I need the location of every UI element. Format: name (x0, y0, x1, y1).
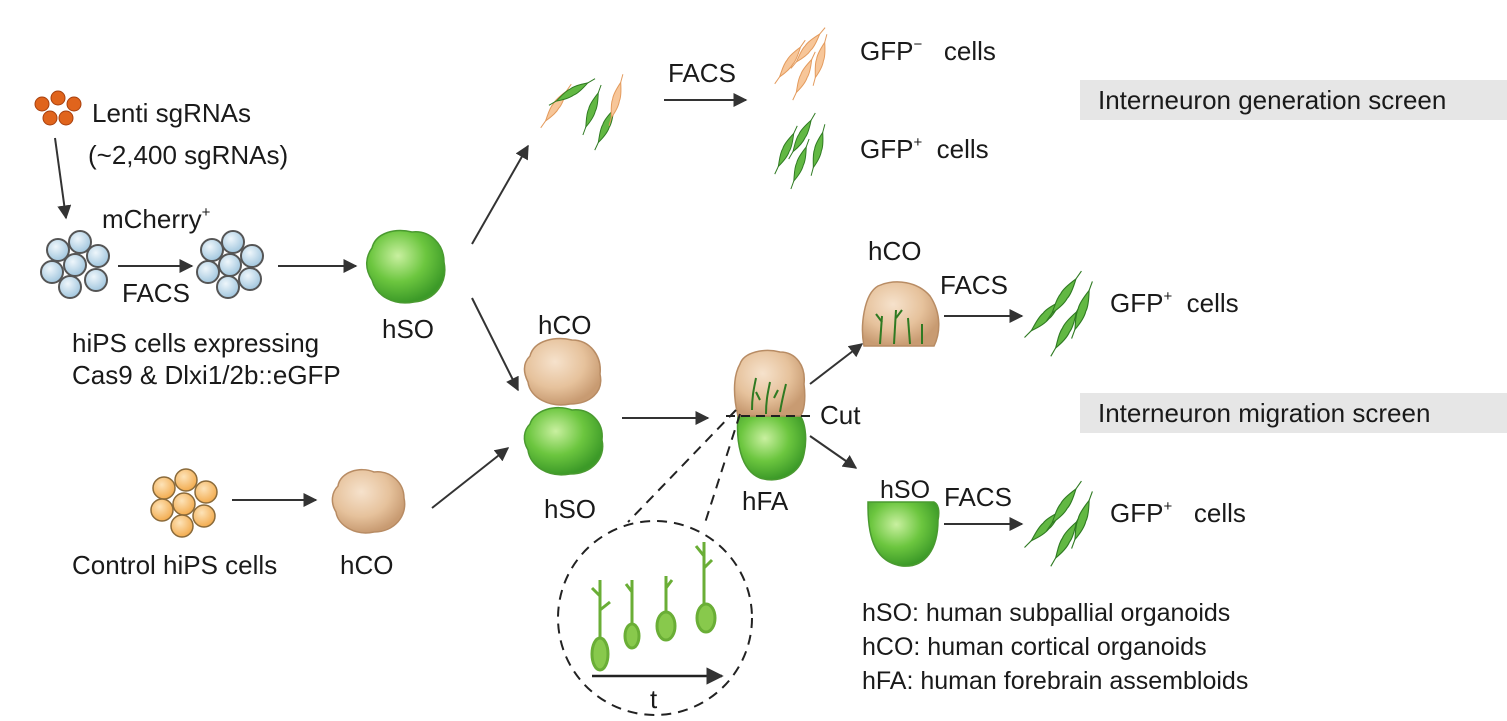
gfp-positive-label-top: GFP+ cells (860, 134, 989, 164)
gfp-positive-cells-hco (1020, 268, 1097, 359)
facs-label-2: FACS (668, 58, 736, 88)
lenti-sgrnas-label: Lenti sgRNAs (92, 98, 251, 128)
gfp-positive-cells-top (770, 110, 829, 191)
hco-organoid-cut (861, 281, 940, 347)
gfp-negative-cells (771, 24, 831, 103)
generation-screen-banner: Interneuron generation screen (1080, 80, 1507, 120)
facs-label-1: FACS (122, 278, 190, 308)
hips-cell-cluster (40, 230, 110, 299)
hso-organoid (366, 229, 446, 304)
migration-screen-banner: Interneuron migration screen (1080, 393, 1507, 433)
lentivirus-icon (34, 90, 82, 126)
zoom-line-left (627, 409, 737, 523)
time-label: t (650, 684, 658, 714)
legend-item-hso: hSO: human subpallial organoids (862, 599, 1231, 627)
migrating-neurons (590, 542, 717, 672)
hso-label-right: hSO (880, 476, 931, 504)
hso-label-1: hSO (382, 314, 435, 344)
gfp-negative-label: GFP− cells (860, 36, 996, 66)
hso-organoid-pair (523, 406, 604, 476)
gfp-positive-label-hso: GFP+ cells (1110, 498, 1246, 528)
hco-organoid-control (331, 468, 406, 534)
abbreviation-legend: hSO: human subpallial organoids hCO: hum… (862, 596, 1248, 698)
cut-label: Cut (820, 400, 861, 430)
facs-label-3: FACS (940, 270, 1008, 300)
legend-item-hco: hCO: human cortical organoids (862, 633, 1207, 661)
mixed-cell-group (537, 72, 627, 153)
hfa-assembloid (733, 349, 807, 481)
facs-label-4: FACS (944, 482, 1012, 512)
sgrna-count-label: (~2,400 sgRNAs) (88, 140, 289, 170)
hfa-label: hFA (742, 486, 789, 516)
hips-description-line2: Cas9 & Dlxi1/2b::eGFP (72, 360, 341, 390)
hco-label-right: hCO (868, 236, 922, 266)
mcherry-cell-cluster (196, 230, 264, 299)
hco-label-control: hCO (340, 550, 394, 580)
control-hips-label: Control hiPS cells (72, 550, 278, 580)
hso-label-pair: hSO (544, 494, 597, 524)
hso-organoid-cut (867, 501, 940, 567)
zoom-line-right (703, 413, 741, 527)
legend-item-hfa: hFA: human forebrain assembloids (862, 667, 1249, 695)
control-hips-cluster (150, 468, 218, 538)
gfp-positive-cells-hso (1020, 478, 1097, 569)
hco-label-pair: hCO (538, 310, 592, 340)
hips-description-line1: hiPS cells expressing (72, 328, 320, 358)
mcherry-label: mCherry+ (102, 204, 211, 234)
hco-organoid-pair (523, 337, 602, 406)
gfp-positive-label-hco: GFP+ cells (1110, 288, 1239, 318)
